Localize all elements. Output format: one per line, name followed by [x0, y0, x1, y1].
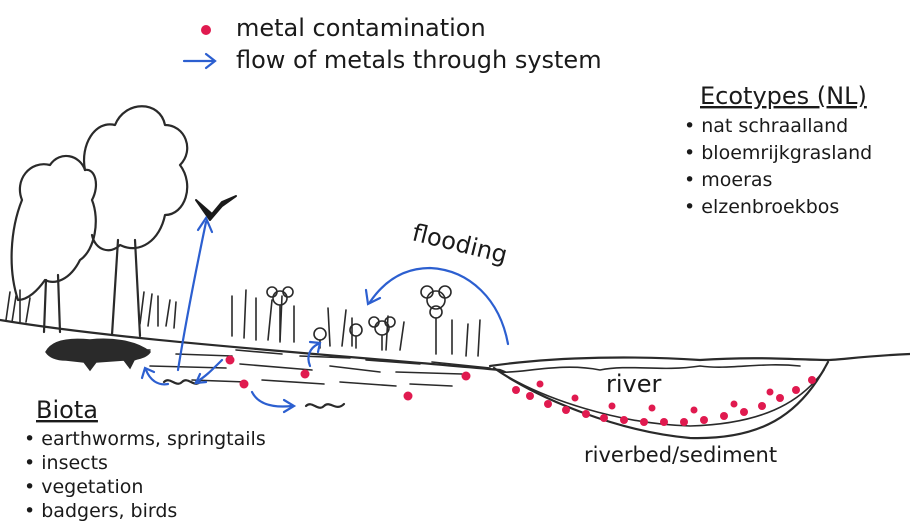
flower-icon: [368, 316, 396, 351]
metal-dot: [461, 371, 471, 381]
flow-arrows: [140, 215, 510, 414]
legend-flow-arrow: [182, 52, 217, 70]
metal-dot: [600, 414, 608, 422]
metal-dot: [766, 388, 774, 396]
flower-icon: [313, 323, 363, 349]
metal-dot: [608, 402, 616, 410]
metal-dot: [740, 408, 748, 416]
flow-arrow-to-badger: [140, 366, 170, 386]
metal-dot: [526, 392, 534, 400]
ecotypes-list: Ecotypes (NL) • nat schraalland • bloemr…: [684, 82, 872, 218]
metal-dot: [700, 416, 708, 424]
metal-dot: [403, 391, 413, 401]
flow-arrow-to-plant: [307, 340, 322, 368]
biota-item: • earthworms, springtails: [24, 428, 266, 450]
metal-dot: [648, 404, 656, 412]
metal-dot: [620, 416, 628, 424]
legend-flow-label: flow of metals through system: [236, 46, 602, 74]
ecotype-item: • moeras: [684, 169, 772, 191]
grass-icon: [5, 289, 481, 357]
legend-metal-dot: [201, 25, 211, 35]
ecotype-item: • bloemrijkgrasland: [684, 142, 872, 164]
metal-dots: [225, 355, 816, 426]
metal-dot: [730, 400, 738, 408]
metal-dot: [225, 355, 235, 365]
metal-dot: [582, 410, 590, 418]
flower-icon: [266, 286, 294, 341]
ecotype-item: • nat schraalland: [684, 115, 848, 137]
flooding-label: flooding: [410, 218, 511, 269]
metal-dot: [758, 402, 766, 410]
metal-dot: [562, 406, 570, 414]
river-label: river: [606, 370, 662, 398]
badger-icon: [45, 338, 152, 372]
metal-dot: [680, 418, 688, 426]
metal-dot: [776, 394, 784, 402]
biota-item: • insects: [24, 452, 108, 474]
metal-dot: [640, 418, 648, 426]
ground-line: [0, 318, 507, 374]
biota-item: • vegetation: [24, 476, 143, 498]
metal-dot: [660, 418, 668, 426]
flow-arrow-to-bird: [176, 215, 214, 372]
biota-item: • badgers, birds: [24, 500, 177, 522]
worm-icon: [304, 402, 346, 409]
ecotypes-heading: Ecotypes (NL): [700, 82, 867, 110]
metal-dot: [536, 380, 544, 388]
metal-dot: [239, 379, 249, 389]
riverbed-label: riverbed/sediment: [584, 443, 777, 467]
biota-heading: Biota: [36, 396, 98, 424]
metal-dot: [544, 400, 552, 408]
flower-icon: [420, 285, 452, 355]
tree-icon: [10, 105, 189, 338]
flow-arrow-to-worm: [194, 358, 224, 385]
metal-dot: [300, 369, 310, 379]
legend: metal contamination flow of metals throu…: [182, 14, 602, 74]
flooding-arrow: [364, 266, 510, 346]
legend-metal-label: metal contamination: [236, 14, 486, 42]
metal-dot: [808, 376, 816, 384]
river: [488, 352, 910, 440]
metal-dot: [571, 394, 579, 402]
metal-dot: [690, 406, 698, 414]
bird-icon: [195, 195, 237, 221]
metal-dot: [792, 386, 800, 394]
ecotype-item: • elzenbroekbos: [684, 196, 839, 218]
flow-arrow-to-worm-lower: [250, 390, 297, 414]
biota-list: Biota • earthworms, springtails • insect…: [24, 396, 266, 522]
metal-dot: [512, 386, 520, 394]
metal-dot: [720, 412, 728, 420]
